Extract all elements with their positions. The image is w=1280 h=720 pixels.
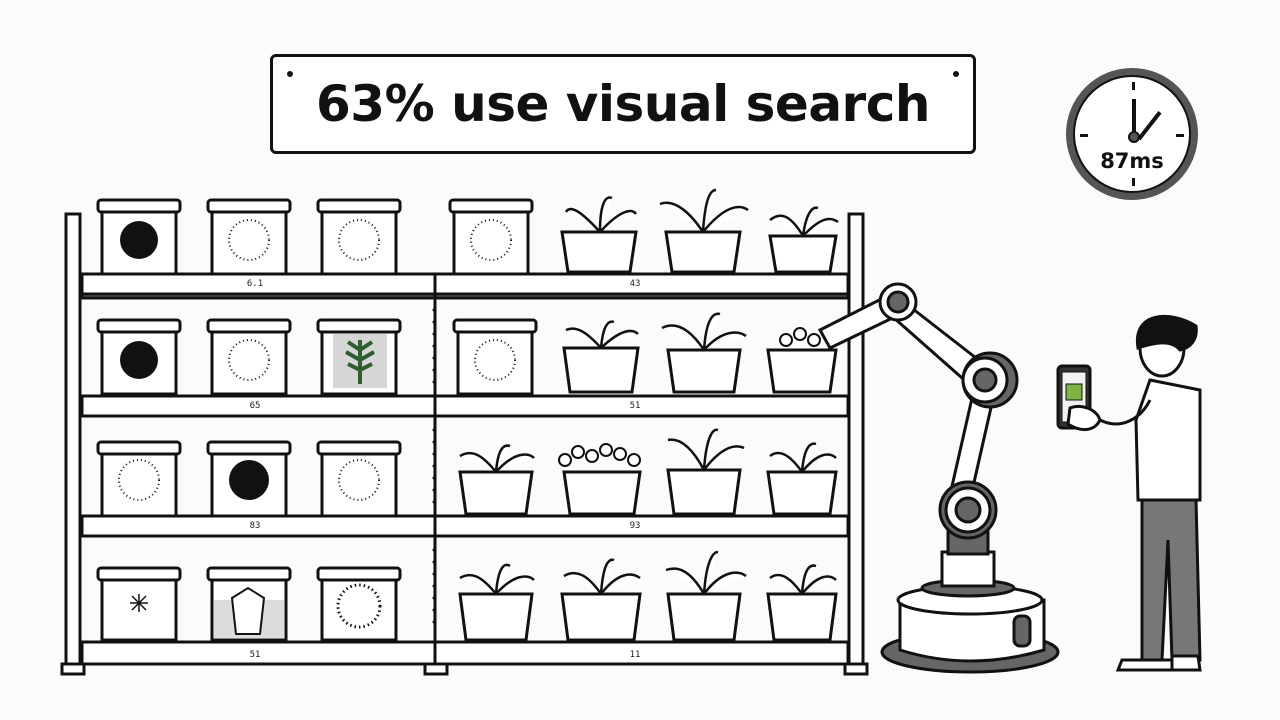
shelf-label-r1-right: 43 [629,279,641,289]
banner-screw-right [953,71,959,77]
shelf-label-r4-left: 51 [249,650,261,660]
shelf-label-r2-left: 65 [249,401,261,411]
shelf-label-r3-left: 83 [249,521,261,531]
banner-screw-left [287,71,293,77]
shelf-label-r1-left: 6.1 [246,279,264,289]
banner-text: 63% use visual search [316,75,930,133]
headline-banner: 63% use visual search [270,54,976,154]
shelf-label-r2-right: 51 [629,401,641,411]
shelf-label-r3-right: 93 [629,521,641,531]
clock-icon: 87ms [1066,68,1198,200]
shelf-label-r4-right: 11 [629,650,641,660]
robotic-arm [880,280,1060,680]
smartphone-icon [1058,366,1090,428]
latency-label: 87ms [1100,149,1164,173]
